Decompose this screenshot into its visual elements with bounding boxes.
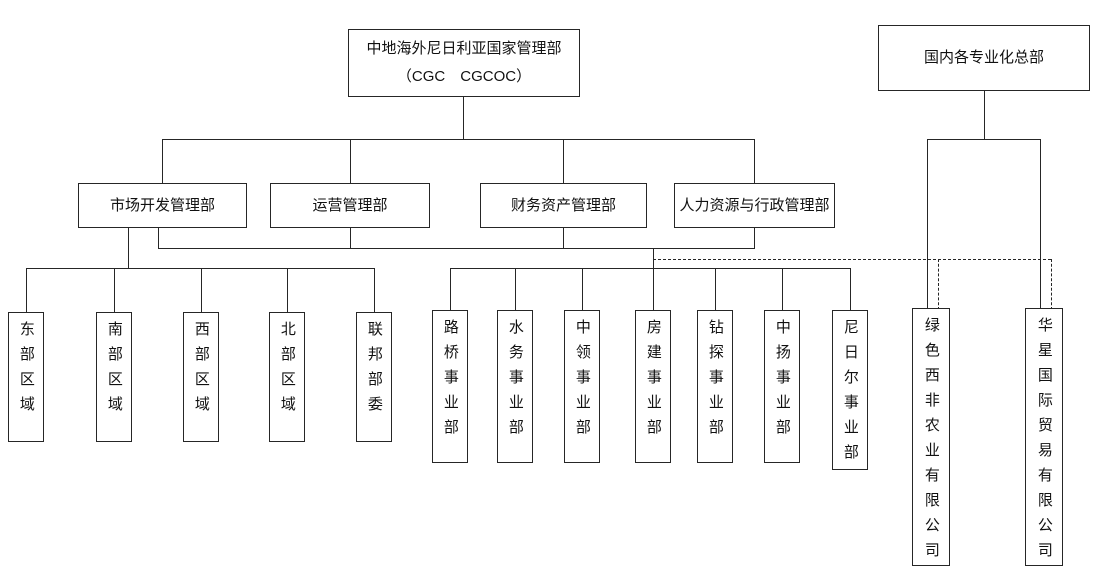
connector-line (563, 227, 565, 249)
org-node-region-north: 北部区域 (269, 312, 305, 442)
connector-line (287, 268, 289, 314)
org-node-region-label: 西部区域 (192, 321, 210, 421)
org-node-root: 中地海外尼日利亚国家管理部 （CGC CGCOC） (348, 29, 580, 97)
org-node-unit-label: 尼日尔事业部 (841, 319, 859, 469)
connector-line (350, 139, 352, 185)
org-node-dept-label: 财务资产管理部 (510, 196, 616, 214)
connector-line (715, 268, 717, 312)
connector-line (158, 248, 755, 250)
org-node-unit-drilling: 钻探事业部 (697, 310, 733, 463)
org-node-region-label: 南部区域 (105, 321, 123, 421)
org-node-unit-label: 钻探事业部 (706, 319, 724, 444)
connector-line (927, 139, 929, 310)
org-node-unit-road-bridge: 路桥事业部 (432, 310, 468, 463)
connector-line (563, 139, 565, 185)
org-node-company-huaxing: 华星国际贸易有限公司 (1025, 308, 1063, 567)
org-node-region-south: 南部区域 (96, 312, 132, 442)
org-node-unit-label: 中扬事业部 (773, 319, 791, 444)
connector-line (984, 90, 986, 140)
org-node-region-label: 东部区域 (17, 321, 35, 421)
org-node-dept-label: 人力资源与行政管理部 (679, 196, 830, 214)
connector-line (653, 268, 655, 312)
connector-line (26, 268, 28, 314)
org-node-federal-ministries: 联邦部委 (356, 312, 392, 442)
connector-line (782, 268, 784, 312)
connector-line (350, 227, 352, 249)
org-node-dept-finance-assets: 财务资产管理部 (480, 183, 647, 228)
connector-line (653, 248, 655, 269)
org-node-unit-zhongyang: 中扬事业部 (764, 310, 800, 463)
org-node-unit-housing-construction: 房建事业部 (635, 310, 671, 463)
connector-line (582, 268, 584, 312)
connector-line (515, 268, 517, 312)
connector-line-dashed (938, 259, 939, 310)
org-node-unit-label: 中领事业部 (573, 319, 591, 444)
connector-line (463, 97, 465, 140)
connector-line (374, 268, 376, 314)
org-node-unit-niger: 尼日尔事业部 (832, 310, 868, 470)
connector-line (26, 268, 375, 270)
org-node-domestic-hq: 国内各专业化总部 (878, 25, 1090, 91)
connector-line (754, 139, 756, 185)
connector-line (450, 268, 851, 270)
org-node-region-label: 北部区域 (278, 321, 296, 421)
org-node-region-east: 东部区域 (8, 312, 44, 442)
connector-line (162, 139, 164, 185)
connector-line-dashed (653, 259, 1051, 260)
org-node-dept-hr-admin: 人力资源与行政管理部 (674, 183, 835, 228)
org-node-unit-label: 水务事业部 (506, 319, 524, 444)
org-node-region-west: 西部区域 (183, 312, 219, 442)
org-node-unit-label: 路桥事业部 (441, 319, 459, 444)
org-node-root-title: 中地海外尼日利亚国家管理部 (366, 40, 562, 58)
connector-line (162, 139, 755, 141)
org-node-dept-operations: 运营管理部 (270, 183, 430, 228)
connector-line-dashed (1051, 259, 1052, 310)
connector-line (158, 227, 160, 249)
connector-line (1040, 139, 1042, 310)
org-node-company-label: 华星国际贸易有限公司 (1035, 317, 1053, 567)
connector-line (450, 268, 452, 312)
org-node-unit-label: 房建事业部 (644, 319, 662, 444)
org-node-domestic-hq-label: 国内各专业化总部 (923, 49, 1044, 67)
connector-line (114, 268, 116, 314)
connector-line (754, 227, 756, 249)
connector-line (201, 268, 203, 314)
org-node-dept-label: 市场开发管理部 (109, 196, 215, 214)
connector-line (128, 227, 130, 269)
org-node-unit-water: 水务事业部 (497, 310, 533, 463)
connector-line (927, 139, 1041, 141)
connector-line (850, 268, 852, 312)
org-node-dept-label: 运营管理部 (312, 196, 388, 214)
org-node-unit-zhongling: 中领事业部 (564, 310, 600, 463)
org-node-dept-market-dev: 市场开发管理部 (78, 183, 247, 228)
org-node-company-green-west-africa: 绿色西非农业有限公司 (912, 308, 950, 567)
org-node-root-subtitle: （CGC CGCOC） (396, 68, 532, 85)
org-node-region-label: 联邦部委 (365, 321, 383, 421)
org-node-company-label: 绿色西非农业有限公司 (922, 317, 940, 567)
